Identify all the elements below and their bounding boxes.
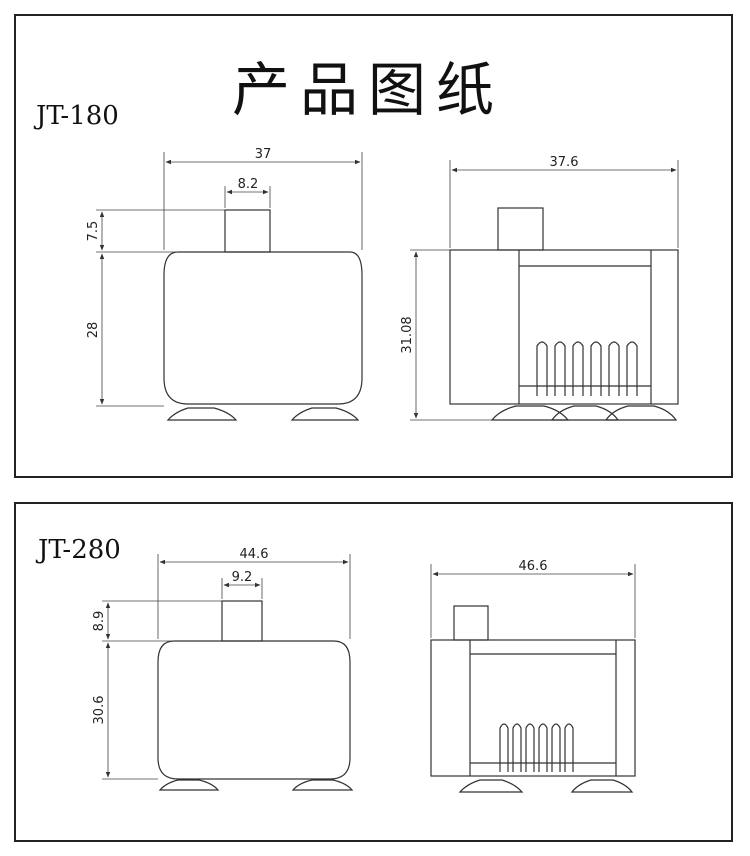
suction-foot: [604, 405, 678, 421]
panel-jt180: 产品图纸 JT-180 37 8.2 7.5 28: [14, 14, 733, 478]
outlet-pipe: [453, 605, 489, 641]
suction-foot: [570, 779, 634, 793]
suction-foot: [166, 407, 238, 421]
dim-body-height: 28: [86, 322, 101, 339]
suction-foot: [490, 405, 570, 421]
front-view: 44.6 9.2 8.9 30.6: [92, 547, 354, 791]
suction-foot: [158, 779, 220, 791]
dim-outlet-height: 8.9: [92, 611, 107, 632]
page-title: 产品图纸: [232, 56, 504, 124]
dim-width: 37: [255, 147, 272, 162]
pump-housing: [430, 639, 636, 777]
dim-width: 37.6: [550, 155, 579, 170]
dim-outlet-height: 7.5: [86, 221, 101, 242]
dim-height: 31.08: [400, 316, 415, 353]
dim-outlet-width: 8.2: [238, 177, 259, 192]
dim-width: 46.6: [519, 559, 548, 574]
dim-width: 44.6: [240, 547, 269, 562]
dim-body-height: 30.6: [92, 696, 107, 725]
outlet-pipe: [497, 207, 544, 251]
pump-body: [163, 251, 363, 405]
front-view: 37 8.2 7.5 28: [86, 147, 363, 421]
intake-slots: [536, 341, 638, 396]
model-label: JT-280: [35, 535, 121, 565]
pump-housing: [449, 249, 679, 405]
panel-frame: [14, 502, 733, 842]
dim-outlet-width: 9.2: [232, 570, 253, 585]
suction-foot: [458, 779, 524, 793]
intake-slots: [499, 723, 574, 772]
panel-frame: [14, 14, 733, 478]
outlet-pipe: [221, 600, 263, 642]
side-view: 37.6 31.08: [400, 155, 679, 421]
outlet-pipe: [224, 209, 271, 253]
pump-body: [157, 640, 351, 780]
side-view: 46.6: [430, 559, 636, 793]
suction-foot: [291, 779, 354, 791]
panel-jt280: JT-280 44.6 9.2 8.9 30.6: [14, 502, 733, 842]
suction-foot: [290, 407, 360, 421]
suction-foot: [550, 405, 620, 421]
model-label: JT-180: [33, 101, 119, 131]
